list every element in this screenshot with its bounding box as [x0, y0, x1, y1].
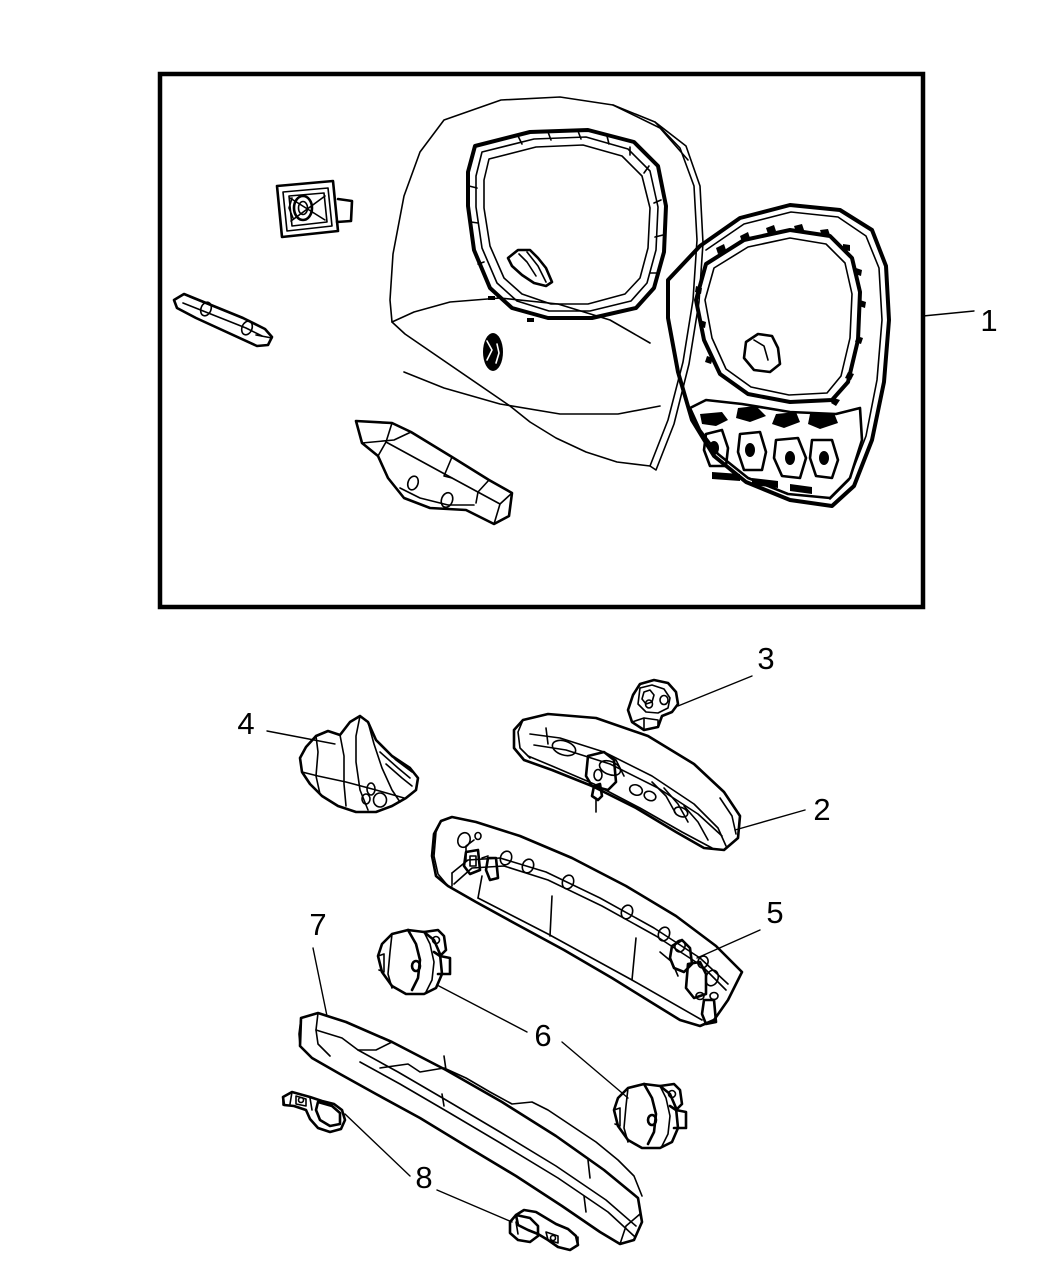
rear-wiper-arm-molding-part: [172, 292, 274, 348]
left-rear-reinforcement-panel-part: [298, 714, 420, 814]
lower-closure-panel-part: [298, 1011, 644, 1246]
liftgate-outer-panel-part: [389, 96, 704, 471]
leader-line-4: [266, 730, 336, 745]
liftgate-lower-reinforcement-part: [354, 419, 514, 526]
leader-line-8a: [344, 1113, 411, 1177]
liftgate-striker-lower-part: [612, 1082, 688, 1150]
liftgate-inner-panel-part: [666, 203, 891, 508]
rear-shelf-panel-part: [512, 712, 742, 852]
callout-number-8[interactable]: 8: [415, 1160, 432, 1195]
leader-line-6a: [436, 984, 528, 1033]
leader-line-7: [312, 947, 328, 1017]
license-lamp-housing-part: [275, 179, 354, 239]
callout-number-3[interactable]: 3: [757, 641, 774, 676]
callout-number-4[interactable]: 4: [237, 706, 254, 741]
leader-line-6b: [561, 1041, 629, 1099]
callout-number-2[interactable]: 2: [813, 792, 830, 827]
leader-line-3: [677, 675, 753, 707]
liftgate-assembly-group-box: [157, 71, 926, 610]
bumper-tie-down-hook-lower-part: [508, 1208, 580, 1252]
leader-line-2: [734, 809, 806, 831]
leader-line-5: [696, 929, 761, 959]
upper-hinge-bracket-part: [626, 678, 680, 732]
liftgate-striker-upper-part: [376, 928, 452, 996]
leader-line-1: [922, 310, 975, 317]
callout-number-1[interactable]: 1: [980, 303, 997, 338]
rear-body-panel-part: [430, 815, 744, 1028]
leader-line-8b: [436, 1189, 513, 1223]
callout-number-7[interactable]: 7: [309, 907, 326, 942]
callout-number-5[interactable]: 5: [766, 895, 783, 930]
bumper-tie-down-hook-upper-part: [281, 1090, 347, 1134]
leader-lines: [266, 310, 975, 1223]
callout-number-6[interactable]: 6: [534, 1018, 551, 1053]
